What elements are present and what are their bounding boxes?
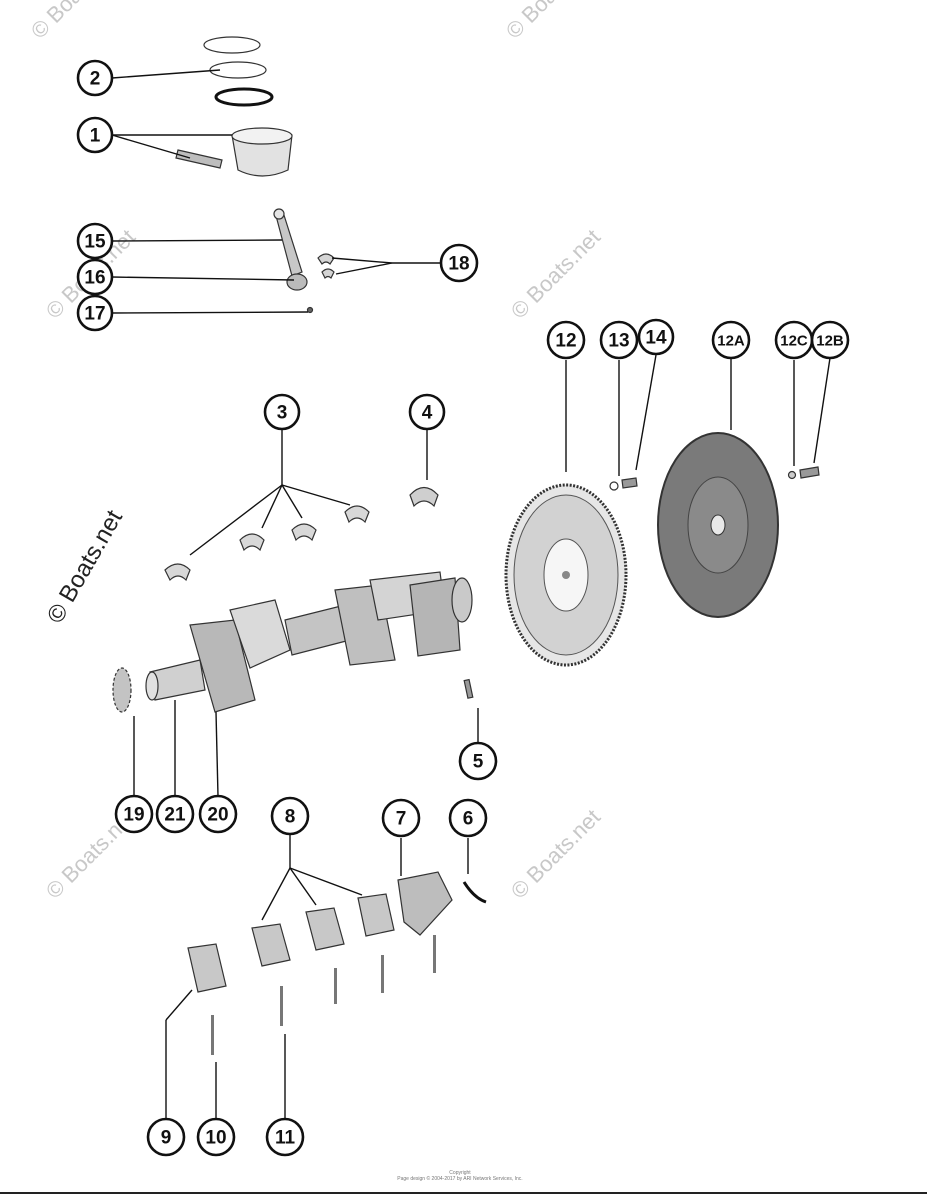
svg-text:20: 20 [207, 805, 228, 826]
svg-text:1: 1 [90, 126, 101, 147]
svg-text:18: 18 [448, 254, 469, 275]
svg-text:9: 9 [161, 1128, 172, 1149]
callout-7: 7 [381, 798, 421, 838]
callout-9: 9 [146, 1117, 186, 1157]
rod-cap [286, 273, 308, 291]
svg-text:4: 4 [422, 403, 433, 424]
svg-text:14: 14 [645, 328, 667, 349]
callout-11: 11 [265, 1117, 305, 1157]
crankshaft-gear [112, 667, 132, 713]
part-drawings [112, 36, 820, 1055]
callout-3: 3 [263, 393, 301, 431]
svg-text:19: 19 [123, 805, 144, 826]
callout-15: 15 [76, 222, 114, 260]
callout-20: 20 [198, 794, 238, 834]
connecting-rod [274, 211, 303, 277]
watermark-main: © Boats.net [42, 505, 128, 628]
main-cap-rear [397, 871, 453, 936]
svg-text:12: 12 [555, 331, 576, 352]
svg-text:21: 21 [164, 805, 186, 826]
clutch-bolt [799, 466, 820, 479]
thrust-bearing [409, 486, 439, 508]
callout-12b: 12B [810, 320, 850, 360]
svg-text:2: 2 [90, 69, 101, 90]
svg-text:10: 10 [205, 1128, 226, 1149]
dowel-pin [463, 678, 474, 699]
piston-ring-bottom [214, 87, 274, 107]
svg-text:3: 3 [277, 403, 288, 424]
cap-bolt-rear [433, 935, 436, 973]
callout-12c: 12C [774, 320, 814, 360]
main-bearing-2 [239, 533, 265, 552]
rod-bearing-upper [317, 253, 335, 265]
callout-12: 12 [546, 320, 586, 360]
piston-crown [231, 127, 293, 145]
svg-text:11: 11 [275, 1128, 296, 1149]
callout-18: 18 [439, 243, 479, 283]
callout-21: 21 [155, 794, 195, 834]
watermark-7: © Boats.net [506, 804, 605, 903]
flywheel [504, 483, 628, 667]
callout-19: 19 [114, 794, 154, 834]
callout-4: 4 [408, 393, 446, 431]
callouts: 2 1 15 16 17 18 3 4 12 13 14 12A 12C 12B… [76, 59, 850, 1157]
watermark-2: © Boats.net [501, 0, 600, 44]
callout-2: 2 [76, 59, 114, 97]
main-cap-2 [251, 923, 291, 967]
callout-12a: 12A [711, 320, 751, 360]
clutch-washer [787, 470, 797, 480]
main-cap-3 [305, 907, 345, 951]
main-bearing-4 [344, 505, 370, 524]
main-cap-1 [187, 943, 227, 993]
svg-text:7: 7 [396, 809, 407, 830]
main-bearing-3 [291, 523, 317, 542]
callout-16: 16 [76, 258, 114, 296]
flywheel-bolt [621, 477, 638, 489]
callout-13: 13 [599, 320, 639, 360]
svg-text:16: 16 [84, 268, 105, 289]
cap-bolt-1 [211, 1015, 214, 1055]
copyright-line-1: Copyright [449, 1170, 471, 1176]
watermark-1: © Boats.net [26, 0, 125, 44]
cap-bolt-3 [334, 968, 337, 1004]
copyright-line-2: Page design © 2004-2017 by ARI Network S… [397, 1176, 523, 1182]
svg-text:12A: 12A [717, 333, 745, 350]
rod-small-end [273, 208, 285, 220]
callout-6: 6 [448, 798, 488, 838]
svg-text:15: 15 [84, 232, 106, 253]
leader-lines [111, 69, 831, 1118]
piston-ring-middle [209, 61, 267, 79]
callout-1: 1 [76, 116, 114, 154]
main-bearing-1 [164, 563, 191, 582]
cap-bolt-4 [381, 955, 384, 993]
cap-bolt-2 [280, 986, 283, 1026]
callout-10: 10 [196, 1117, 236, 1157]
crankshaft [145, 571, 473, 713]
copyright-notice: Copyright Page design © 2004-2017 by ARI… [360, 1170, 560, 1182]
svg-text:5: 5 [473, 752, 484, 773]
rod-bearing-lower [321, 268, 335, 280]
rear-main-seal [462, 881, 487, 904]
flywheel-washer [609, 481, 619, 491]
callout-5: 5 [458, 741, 498, 781]
svg-text:8: 8 [285, 807, 296, 828]
clutch-disc [657, 432, 779, 618]
piston-pin [175, 149, 223, 169]
svg-text:13: 13 [608, 331, 629, 352]
svg-text:17: 17 [84, 304, 105, 325]
svg-text:12C: 12C [780, 333, 808, 350]
callout-8: 8 [270, 796, 310, 836]
piston-ring-top [203, 36, 261, 54]
watermark-4: © Boats.net [506, 224, 605, 323]
callout-17: 17 [76, 294, 114, 332]
bottom-rule [0, 1192, 927, 1194]
svg-text:6: 6 [463, 809, 474, 830]
main-cap-4 [357, 893, 395, 937]
rod-nut [306, 306, 314, 314]
callout-14: 14 [637, 318, 675, 356]
svg-text:12B: 12B [816, 333, 844, 350]
